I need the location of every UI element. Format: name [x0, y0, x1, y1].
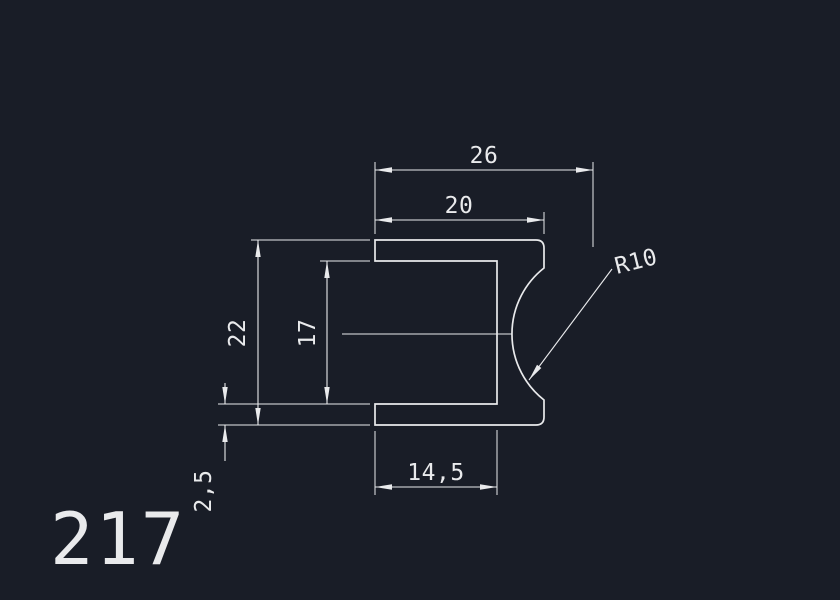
dimension-text-20: 20	[445, 193, 474, 219]
dimension-flange-thickness: 2,5	[191, 383, 228, 513]
dimension-text-26: 26	[470, 143, 499, 169]
dimension-bottom-flange-width: 14,5	[374, 430, 498, 495]
dimension-overall-width: 26	[374, 143, 594, 247]
profile-path	[374, 239, 545, 426]
dimension-text-17: 17	[295, 319, 321, 348]
profile-outline	[342, 239, 545, 426]
dimension-text-22: 22	[225, 319, 251, 348]
dimension-text-14-5: 14,5	[407, 460, 464, 486]
dimension-overall-height: 22	[218, 239, 370, 426]
radius-text-r10: R10	[612, 244, 660, 280]
dimension-text-2-5: 2,5	[191, 469, 217, 512]
dimension-inner-height: 17	[218, 260, 370, 405]
part-number-label: 217	[50, 497, 186, 581]
dimension-top-flange-width: 20	[375, 193, 545, 234]
radius-leader-line	[528, 268, 613, 381]
radius-callout: R10	[528, 244, 660, 381]
